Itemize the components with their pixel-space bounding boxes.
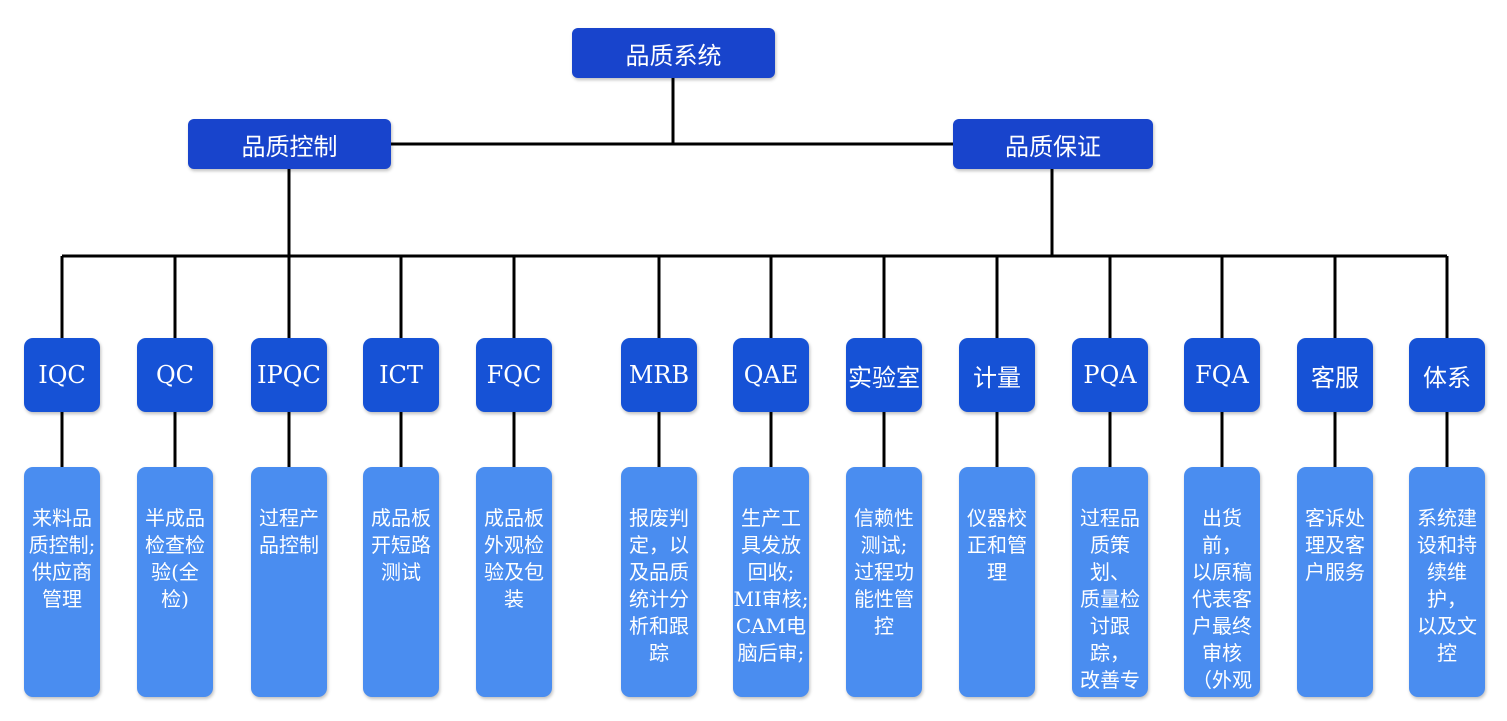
category-node: PQA xyxy=(1072,338,1148,412)
category-description-card: 过程品 质策划、 质量检 讨跟踪， 改善专 案;持 续改善 xyxy=(1072,467,1148,697)
category-description: 来料品 质控制; 供应商 管理 xyxy=(28,506,96,611)
category-label: IQC xyxy=(38,361,86,389)
category-description: 信赖性 测试; 过程功 能性管 控 xyxy=(854,506,914,638)
branch-label: 品质保证 xyxy=(1005,132,1101,161)
category-node: 实验室 xyxy=(846,338,922,412)
category-description: 成品板 外观检 验及包 装 xyxy=(484,506,544,611)
category-label: IPQC xyxy=(257,361,321,389)
category-node: 计量 xyxy=(959,338,1035,412)
category-node: 客服 xyxy=(1297,338,1373,412)
category-label: MRB xyxy=(628,361,690,389)
category-description-card: 仪器校 正和管 理 xyxy=(959,467,1035,697)
category-label: PQA xyxy=(1083,361,1137,389)
category-description: 仪器校 正和管 理 xyxy=(967,506,1027,584)
category-description-card: 系统建 设和持 续维护， 以及文 控 xyxy=(1409,467,1485,697)
root-node: 品质系统 xyxy=(572,28,775,78)
category-description: 生产工 具发放 回收; MI审核; CAM电 脑后审; xyxy=(733,506,809,665)
category-label: 实验室 xyxy=(848,363,920,392)
root-label: 品质系统 xyxy=(625,41,722,70)
category-label: ICT xyxy=(379,361,423,389)
category-node: FQC xyxy=(476,338,552,412)
category-description: 过程产 品控制 xyxy=(259,506,319,557)
category-description: 出货前， 以原稿 代表客 户最终 审核 （外观 和工程 测量） xyxy=(1192,506,1252,697)
category-node: IPQC xyxy=(251,338,327,412)
category-description: 成品板 开短路 测试 xyxy=(371,506,431,584)
category-node: FQA xyxy=(1184,338,1260,412)
category-node: 体系 xyxy=(1409,338,1485,412)
category-description-card: 过程产 品控制 xyxy=(251,467,327,697)
category-description-card: 生产工 具发放 回收; MI审核; CAM电 脑后审; xyxy=(733,467,809,697)
branch-label: 品质控制 xyxy=(241,132,338,161)
category-label: QC xyxy=(155,361,195,389)
category-description-card: 报废判 定，以 及品质 统计分 析和跟 踪 xyxy=(621,467,697,697)
category-label: 体系 xyxy=(1423,363,1471,392)
category-description: 报废判 定，以 及品质 统计分 析和跟 踪 xyxy=(629,506,689,665)
category-label: 计量 xyxy=(973,363,1021,392)
branch-node-quality-control: 品质控制 xyxy=(188,119,391,169)
category-node: QAE xyxy=(733,338,809,412)
branch-node-quality-assurance: 品质保证 xyxy=(953,119,1153,169)
category-description-card: 信赖性 测试; 过程功 能性管 控 xyxy=(846,467,922,697)
category-label: QAE xyxy=(743,361,799,389)
category-label: FQC xyxy=(486,361,542,389)
category-label: 客服 xyxy=(1311,363,1359,392)
category-description: 过程品 质策划、 质量检 讨跟踪， 改善专 案;持 续改善 xyxy=(1080,506,1140,697)
category-description-card: 成品板 外观检 验及包 装 xyxy=(476,467,552,697)
category-node: ICT xyxy=(363,338,439,412)
category-description-card: 半成品 检查检 验(全 检) xyxy=(137,467,213,697)
category-description-card: 客诉处 理及客 户服务 xyxy=(1297,467,1373,697)
category-description: 系统建 设和持 续维护， 以及文 控 xyxy=(1417,506,1477,665)
category-description: 客诉处 理及客 户服务 xyxy=(1305,506,1365,584)
category-description-card: 来料品 质控制; 供应商 管理 xyxy=(24,467,100,697)
category-node: MRB xyxy=(621,338,697,412)
category-node: QC xyxy=(137,338,213,412)
category-node: IQC xyxy=(24,338,100,412)
category-description-card: 出货前， 以原稿 代表客 户最终 审核 （外观 和工程 测量） xyxy=(1184,467,1260,697)
category-description-card: 成品板 开短路 测试 xyxy=(363,467,439,697)
category-description: 半成品 检查检 验(全 检) xyxy=(145,506,205,611)
category-label: FQA xyxy=(1195,361,1249,389)
